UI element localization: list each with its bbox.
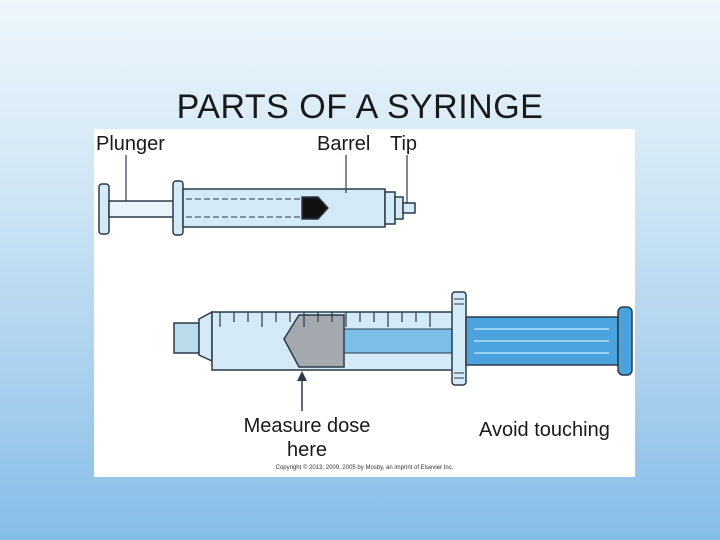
bottom-nose (198, 310, 213, 363)
bottom-cap (173, 322, 200, 354)
bottom-flange (451, 291, 467, 386)
label-avoid-touching: Avoid touching (479, 419, 610, 441)
copyright-notice: Copyright © 2013, 2009, 2005 by Mosby, a… (275, 465, 454, 471)
top-leader-lines (125, 155, 408, 203)
top-tip (402, 202, 416, 214)
label-tip: Tip (390, 133, 418, 155)
bottom-syringe (173, 291, 633, 386)
syringe-diagram: Plunger Barrel Tip Measure dose here Avo… (94, 129, 635, 477)
bottom-stopper (283, 314, 345, 368)
label-barrel: Barrel (317, 133, 371, 155)
label-plunger: Plunger (96, 133, 165, 155)
label-measure-line1: Measure dose (243, 415, 371, 437)
graduation-marks (219, 312, 431, 327)
label-measure-dose: Measure dose here (236, 414, 378, 462)
syringe-illustration (98, 155, 633, 411)
slide-title: PARTS OF A SYRINGE (176, 88, 544, 126)
top-stopper (301, 196, 330, 220)
label-measure-line2: here (286, 439, 328, 461)
top-plunger-rod (108, 200, 176, 218)
top-barrel (182, 188, 386, 228)
top-barrel-flange (172, 180, 184, 236)
top-plunger-thumb (98, 183, 110, 235)
measure-arrow (297, 371, 307, 411)
bottom-plunger-thumb (617, 306, 633, 376)
top-syringe (98, 180, 416, 236)
top-hub (384, 191, 396, 225)
